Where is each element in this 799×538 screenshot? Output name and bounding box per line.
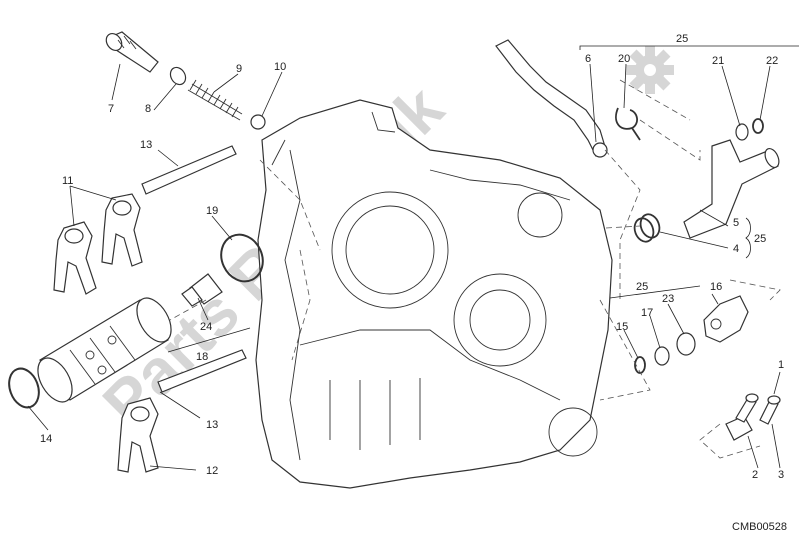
label-6: 6 bbox=[585, 53, 591, 65]
label-12: 12 bbox=[206, 465, 218, 477]
part-11-shift-fork-right bbox=[101, 193, 143, 267]
label-14: 14 bbox=[40, 433, 52, 445]
label-11: 11 bbox=[62, 175, 73, 187]
part-1-bolt bbox=[759, 395, 781, 425]
label-25-right: 25 bbox=[754, 233, 766, 245]
part-24-neutral-sensor bbox=[181, 273, 223, 307]
part-3-bolt bbox=[735, 393, 759, 423]
watermark-gear-icon bbox=[626, 46, 674, 94]
part-21-washer bbox=[735, 123, 749, 141]
label-13-lower: 13 bbox=[206, 419, 218, 431]
part-7-screw bbox=[105, 31, 159, 73]
part-9-spring bbox=[187, 79, 243, 121]
label-3: 3 bbox=[778, 469, 784, 481]
part-8-washer bbox=[169, 66, 187, 86]
catalog-code: CMB00528 bbox=[732, 521, 787, 533]
label-18: 18 bbox=[196, 351, 208, 363]
label-2: 2 bbox=[752, 469, 758, 481]
part-13-fork-shaft-lower bbox=[157, 349, 247, 393]
label-22: 22 bbox=[766, 55, 778, 67]
part-10-ball bbox=[250, 114, 266, 130]
part-13-fork-shaft-upper bbox=[141, 145, 237, 195]
part-6-shift-lever bbox=[495, 39, 608, 158]
part-20-return-spring bbox=[615, 107, 641, 141]
part-12-shift-fork-lower bbox=[117, 397, 159, 473]
label-25-middle: 25 bbox=[636, 281, 648, 293]
part-23-bearing bbox=[676, 332, 696, 356]
assembly-dash-lines bbox=[169, 79, 781, 459]
label-16: 16 bbox=[710, 281, 722, 293]
part-selector-drum bbox=[37, 297, 172, 403]
label-4: 4 bbox=[733, 243, 739, 255]
label-24: 24 bbox=[200, 321, 212, 333]
part-14-circlip bbox=[8, 367, 40, 409]
label-15: 15 bbox=[616, 321, 628, 333]
part-16-selector-plate bbox=[703, 295, 749, 343]
label-9: 9 bbox=[236, 63, 242, 75]
leader-lines bbox=[27, 63, 781, 471]
part-19-o-ring bbox=[220, 233, 264, 283]
label-19: 19 bbox=[206, 205, 218, 217]
label-17: 17 bbox=[641, 307, 653, 319]
label-7: 7 bbox=[108, 103, 114, 115]
part-17-washer bbox=[654, 346, 670, 366]
part-11-shift-fork-left bbox=[53, 221, 97, 295]
label-1: 1 bbox=[778, 359, 784, 371]
label-5: 5 bbox=[733, 217, 739, 229]
label-13-upper: 13 bbox=[140, 139, 152, 151]
crankcase-housing bbox=[255, 99, 613, 489]
label-21: 21 bbox=[712, 55, 724, 67]
part-labels: 1 2 3 4 5 6 7 8 9 10 11 12 13 13 14 15 1… bbox=[40, 33, 784, 481]
part-4-spring bbox=[633, 213, 661, 243]
label-8: 8 bbox=[145, 103, 151, 115]
part-22-circlip bbox=[752, 118, 764, 134]
label-brackets bbox=[167, 45, 799, 353]
label-10: 10 bbox=[274, 61, 286, 73]
part-15-circlip bbox=[634, 356, 646, 374]
part-gear-shift-shaft bbox=[683, 139, 780, 239]
label-25-top: 25 bbox=[676, 33, 688, 45]
label-23: 23 bbox=[662, 293, 674, 305]
label-20: 20 bbox=[618, 53, 630, 65]
